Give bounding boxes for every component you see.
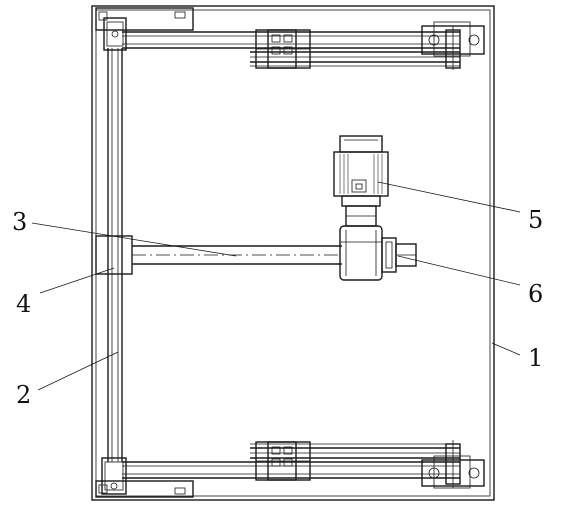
callout-2: 2: [16, 381, 31, 409]
callout-4: 4: [16, 290, 31, 318]
callout-5: 5: [528, 206, 543, 234]
motor: [333, 135, 389, 227]
output-coupling: [381, 237, 417, 273]
horizontal-arm: [132, 245, 342, 265]
bottom-bearing-block: [255, 441, 311, 481]
top-bearing-block: [255, 29, 311, 69]
callout-6: 6: [528, 280, 543, 308]
gearbox: [339, 225, 383, 281]
vertical-guide-rail: [107, 48, 123, 462]
outer-frame: [91, 5, 495, 501]
top-left-mount-plate: [95, 7, 194, 51]
top-right-bracket: [421, 21, 485, 70]
leader-lines: [31, 181, 521, 391]
callout-labels: 1 2 3 4 5 6: [12, 206, 543, 409]
callout-3: 3: [12, 208, 27, 236]
callout-1: 1: [528, 344, 543, 372]
top-horizontal-rail: [122, 31, 460, 67]
bottom-left-mount-plate: [95, 457, 194, 498]
bottom-right-bracket: [421, 440, 485, 489]
